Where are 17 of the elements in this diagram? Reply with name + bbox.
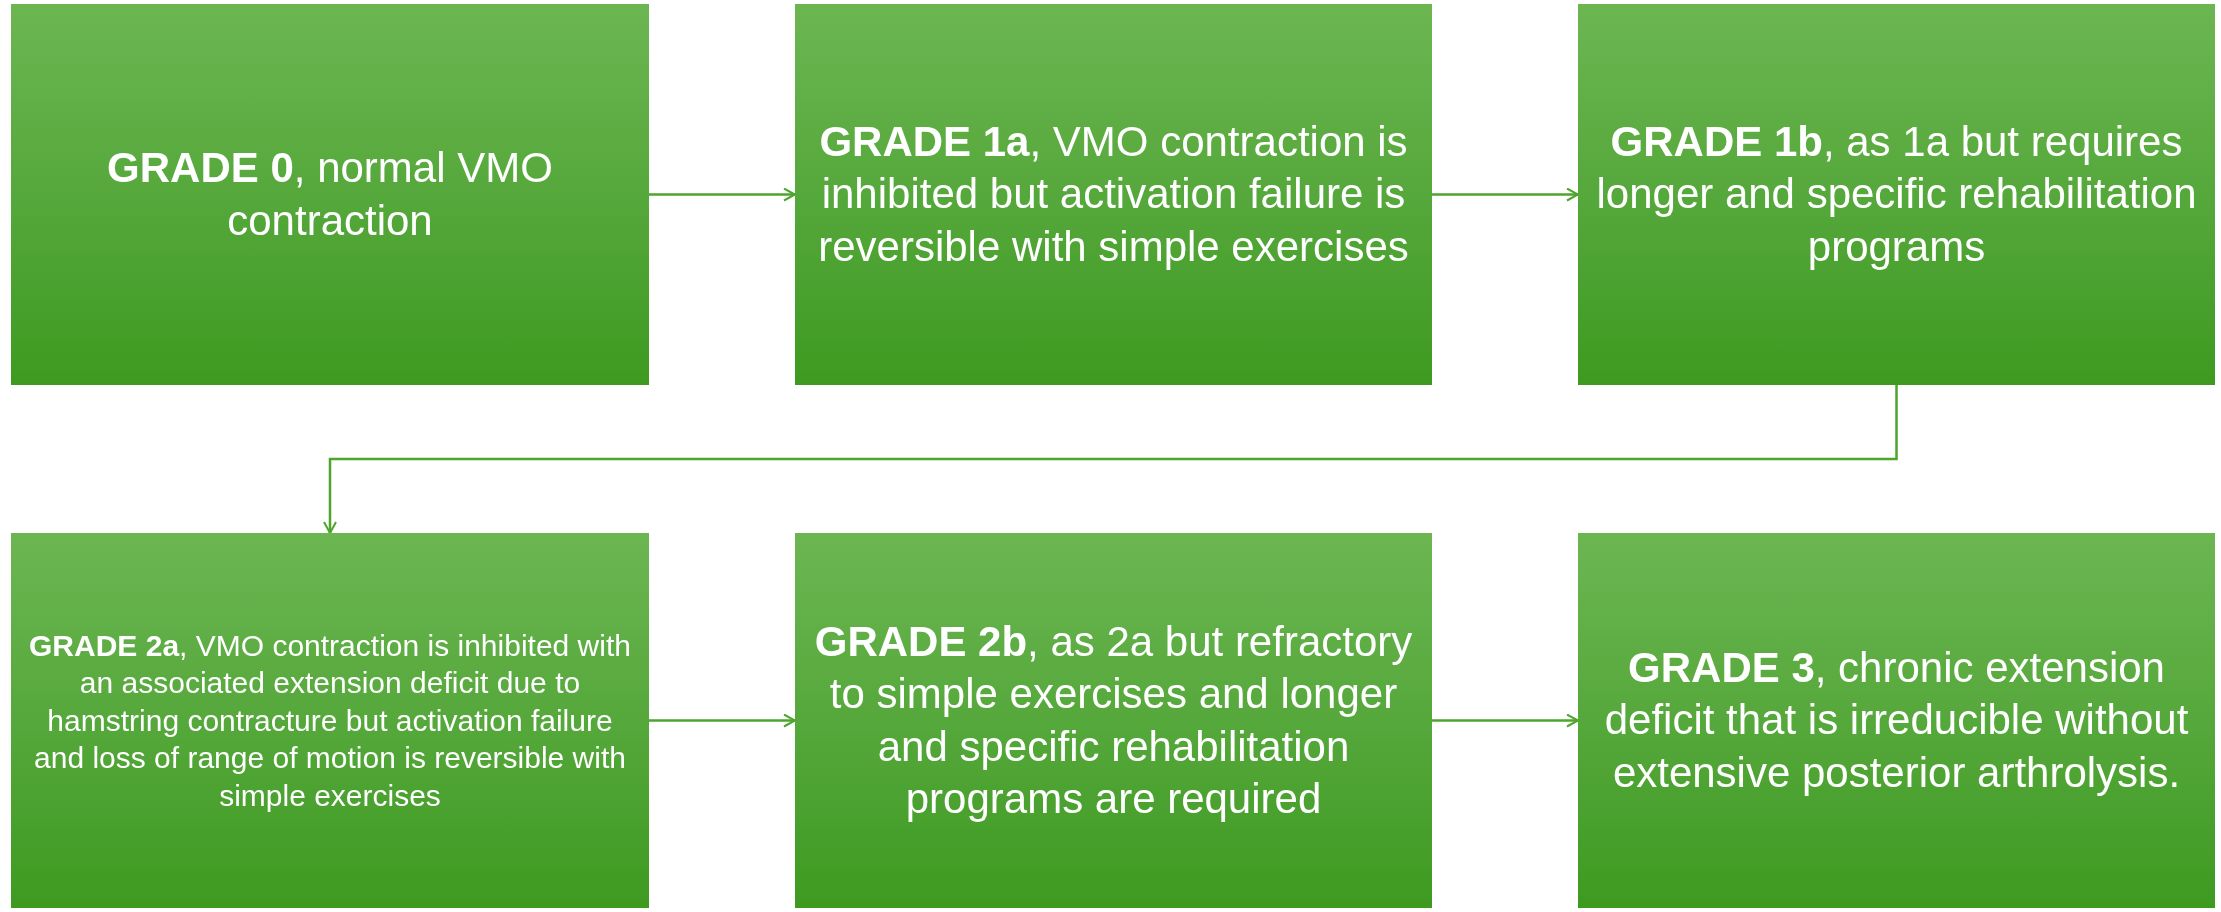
grade-description: GRADE 2a, VMO contraction is inhibited with an associated extension deficit due to hamstring contracture but activation failure and loss of range of motion is reversible with simple exercises	[28, 627, 632, 814]
arrow	[649, 187, 796, 202]
arrow	[649, 713, 796, 728]
arrow	[1432, 187, 1579, 202]
grade-description: GRADE 2b, as 2a but refractory to simple exercises and longer and specific rehabilitation programs are required	[813, 616, 1414, 824]
process-box	[1578, 4, 2215, 385]
arrow	[323, 385, 1898, 534]
arrow	[1432, 713, 1579, 728]
process-box	[795, 533, 1432, 908]
process-box	[1578, 533, 2215, 908]
process-box	[795, 4, 1432, 385]
process-box	[11, 4, 649, 385]
grade-description: GRADE 3, chronic extension deficit that is irreducible without extensive posterior arthrolysis.	[1603, 642, 2190, 798]
process-box	[11, 533, 649, 908]
grade-description: GRADE 0, normal VMO contraction	[106, 143, 554, 246]
grade-description: GRADE 1b, as 1a but requires longer and specific rehabilitation programs	[1595, 116, 2198, 272]
grade-description: GRADE 1a, VMO contraction is inhibited but activation failure is reversible with simple exercises	[817, 116, 1410, 272]
